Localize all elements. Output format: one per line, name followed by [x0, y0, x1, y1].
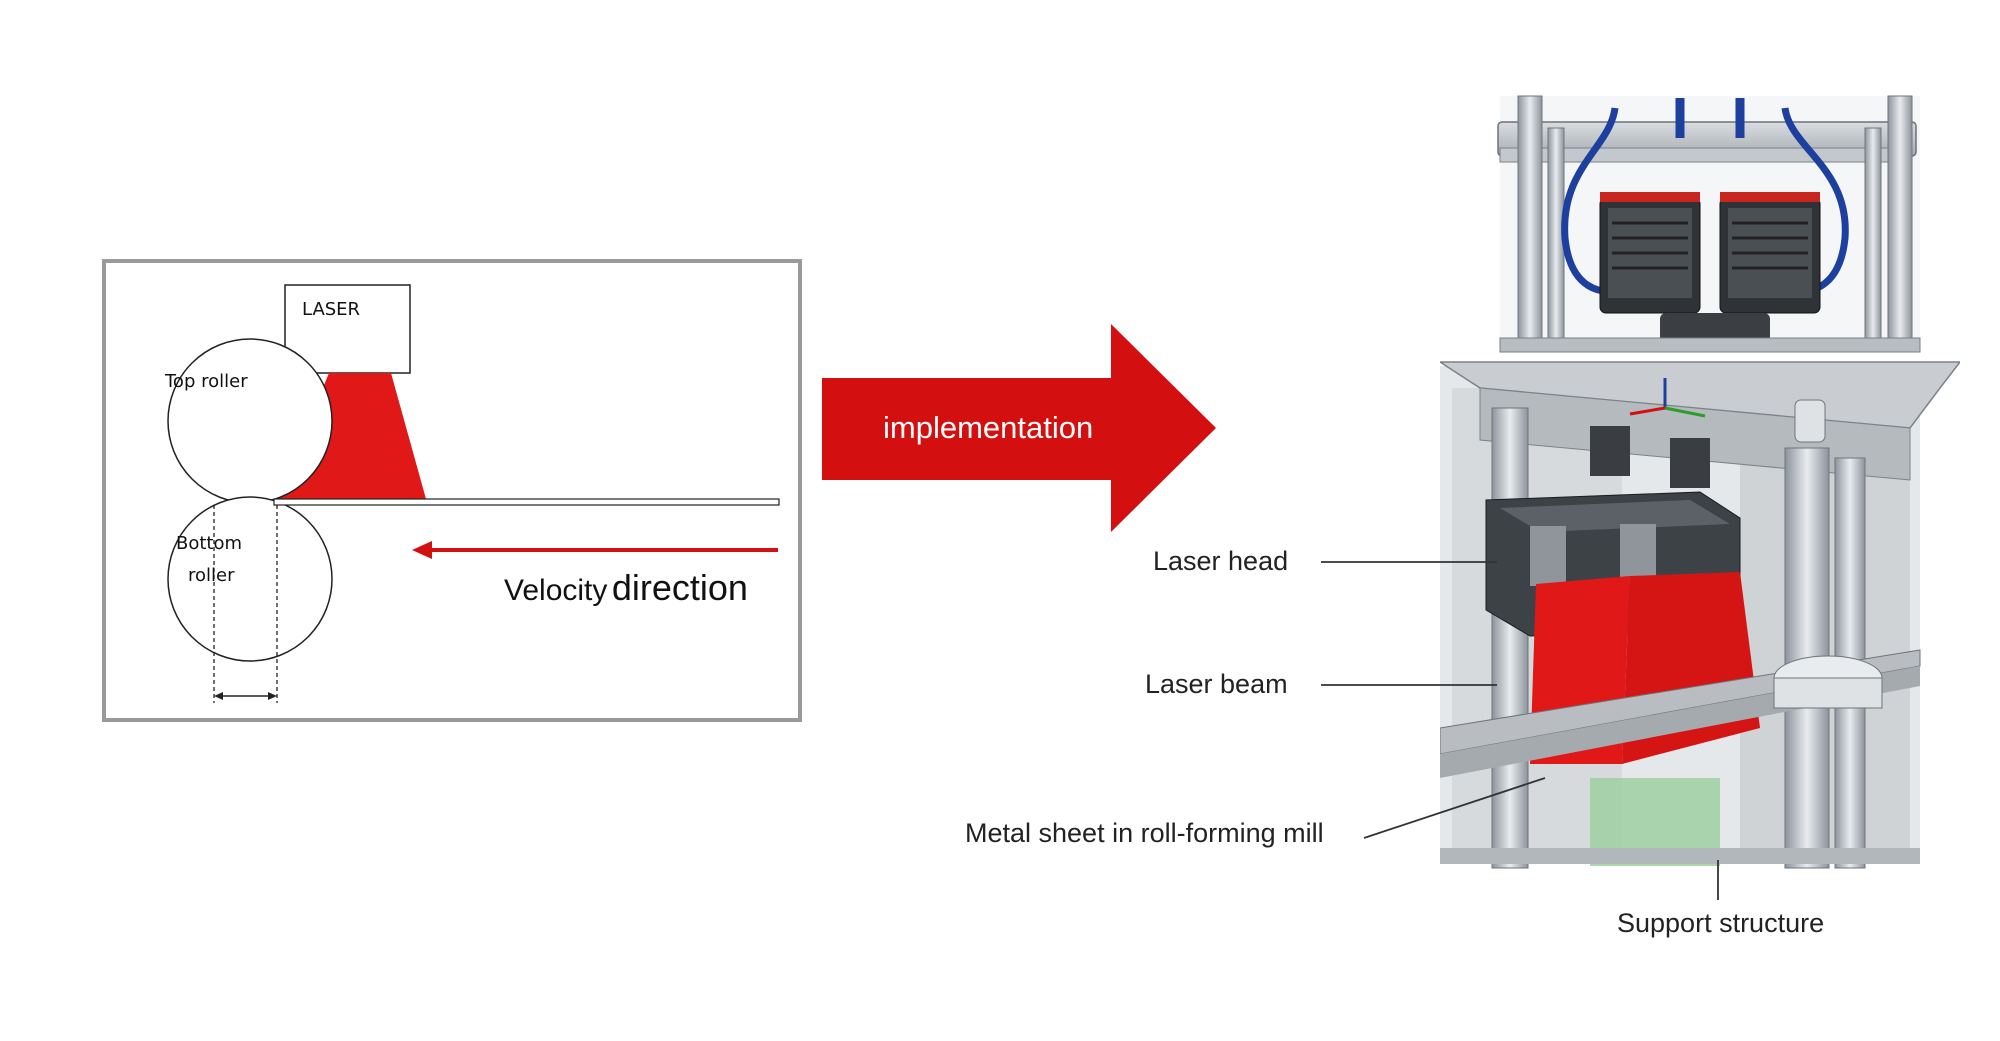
top-roller-label: Top roller: [165, 371, 248, 392]
velocity-direction-label: Velocity direction: [504, 567, 748, 609]
perspective-view-render: [1440, 361, 1960, 869]
bottom-roller-circle: [167, 496, 333, 662]
bottom-roller-label-line2: roller: [188, 565, 235, 586]
sheet-strip: [273, 498, 780, 506]
roll-forming-machine-render: [1440, 95, 1960, 869]
direction-word: direction: [611, 567, 748, 608]
callout-laser-head: Laser head: [1153, 546, 1289, 576]
implementation-arrow-label: implementation: [883, 410, 1094, 445]
schematic-drawing: [167, 284, 780, 703]
laser-label: LASER: [302, 299, 361, 320]
schematic-frame: LASER Top roller Bottom roller Velocity …: [102, 259, 802, 722]
callout-support-structure: Support structure: [1617, 908, 1825, 938]
left-arrow-icon: [412, 541, 432, 559]
velocity-word: Velocity: [504, 574, 608, 607]
callout-laser-beam: Laser beam: [1145, 669, 1288, 699]
callout-metal-sheet: Metal sheet in roll-forming mill: [965, 818, 1324, 848]
top-view-render: [1497, 95, 1921, 353]
leader-metal-sheet: [1363, 777, 1546, 839]
right-arrow-icon: [822, 324, 1216, 532]
bottom-roller-label-line1: Bottom: [176, 533, 243, 554]
laser-box: [284, 284, 411, 374]
